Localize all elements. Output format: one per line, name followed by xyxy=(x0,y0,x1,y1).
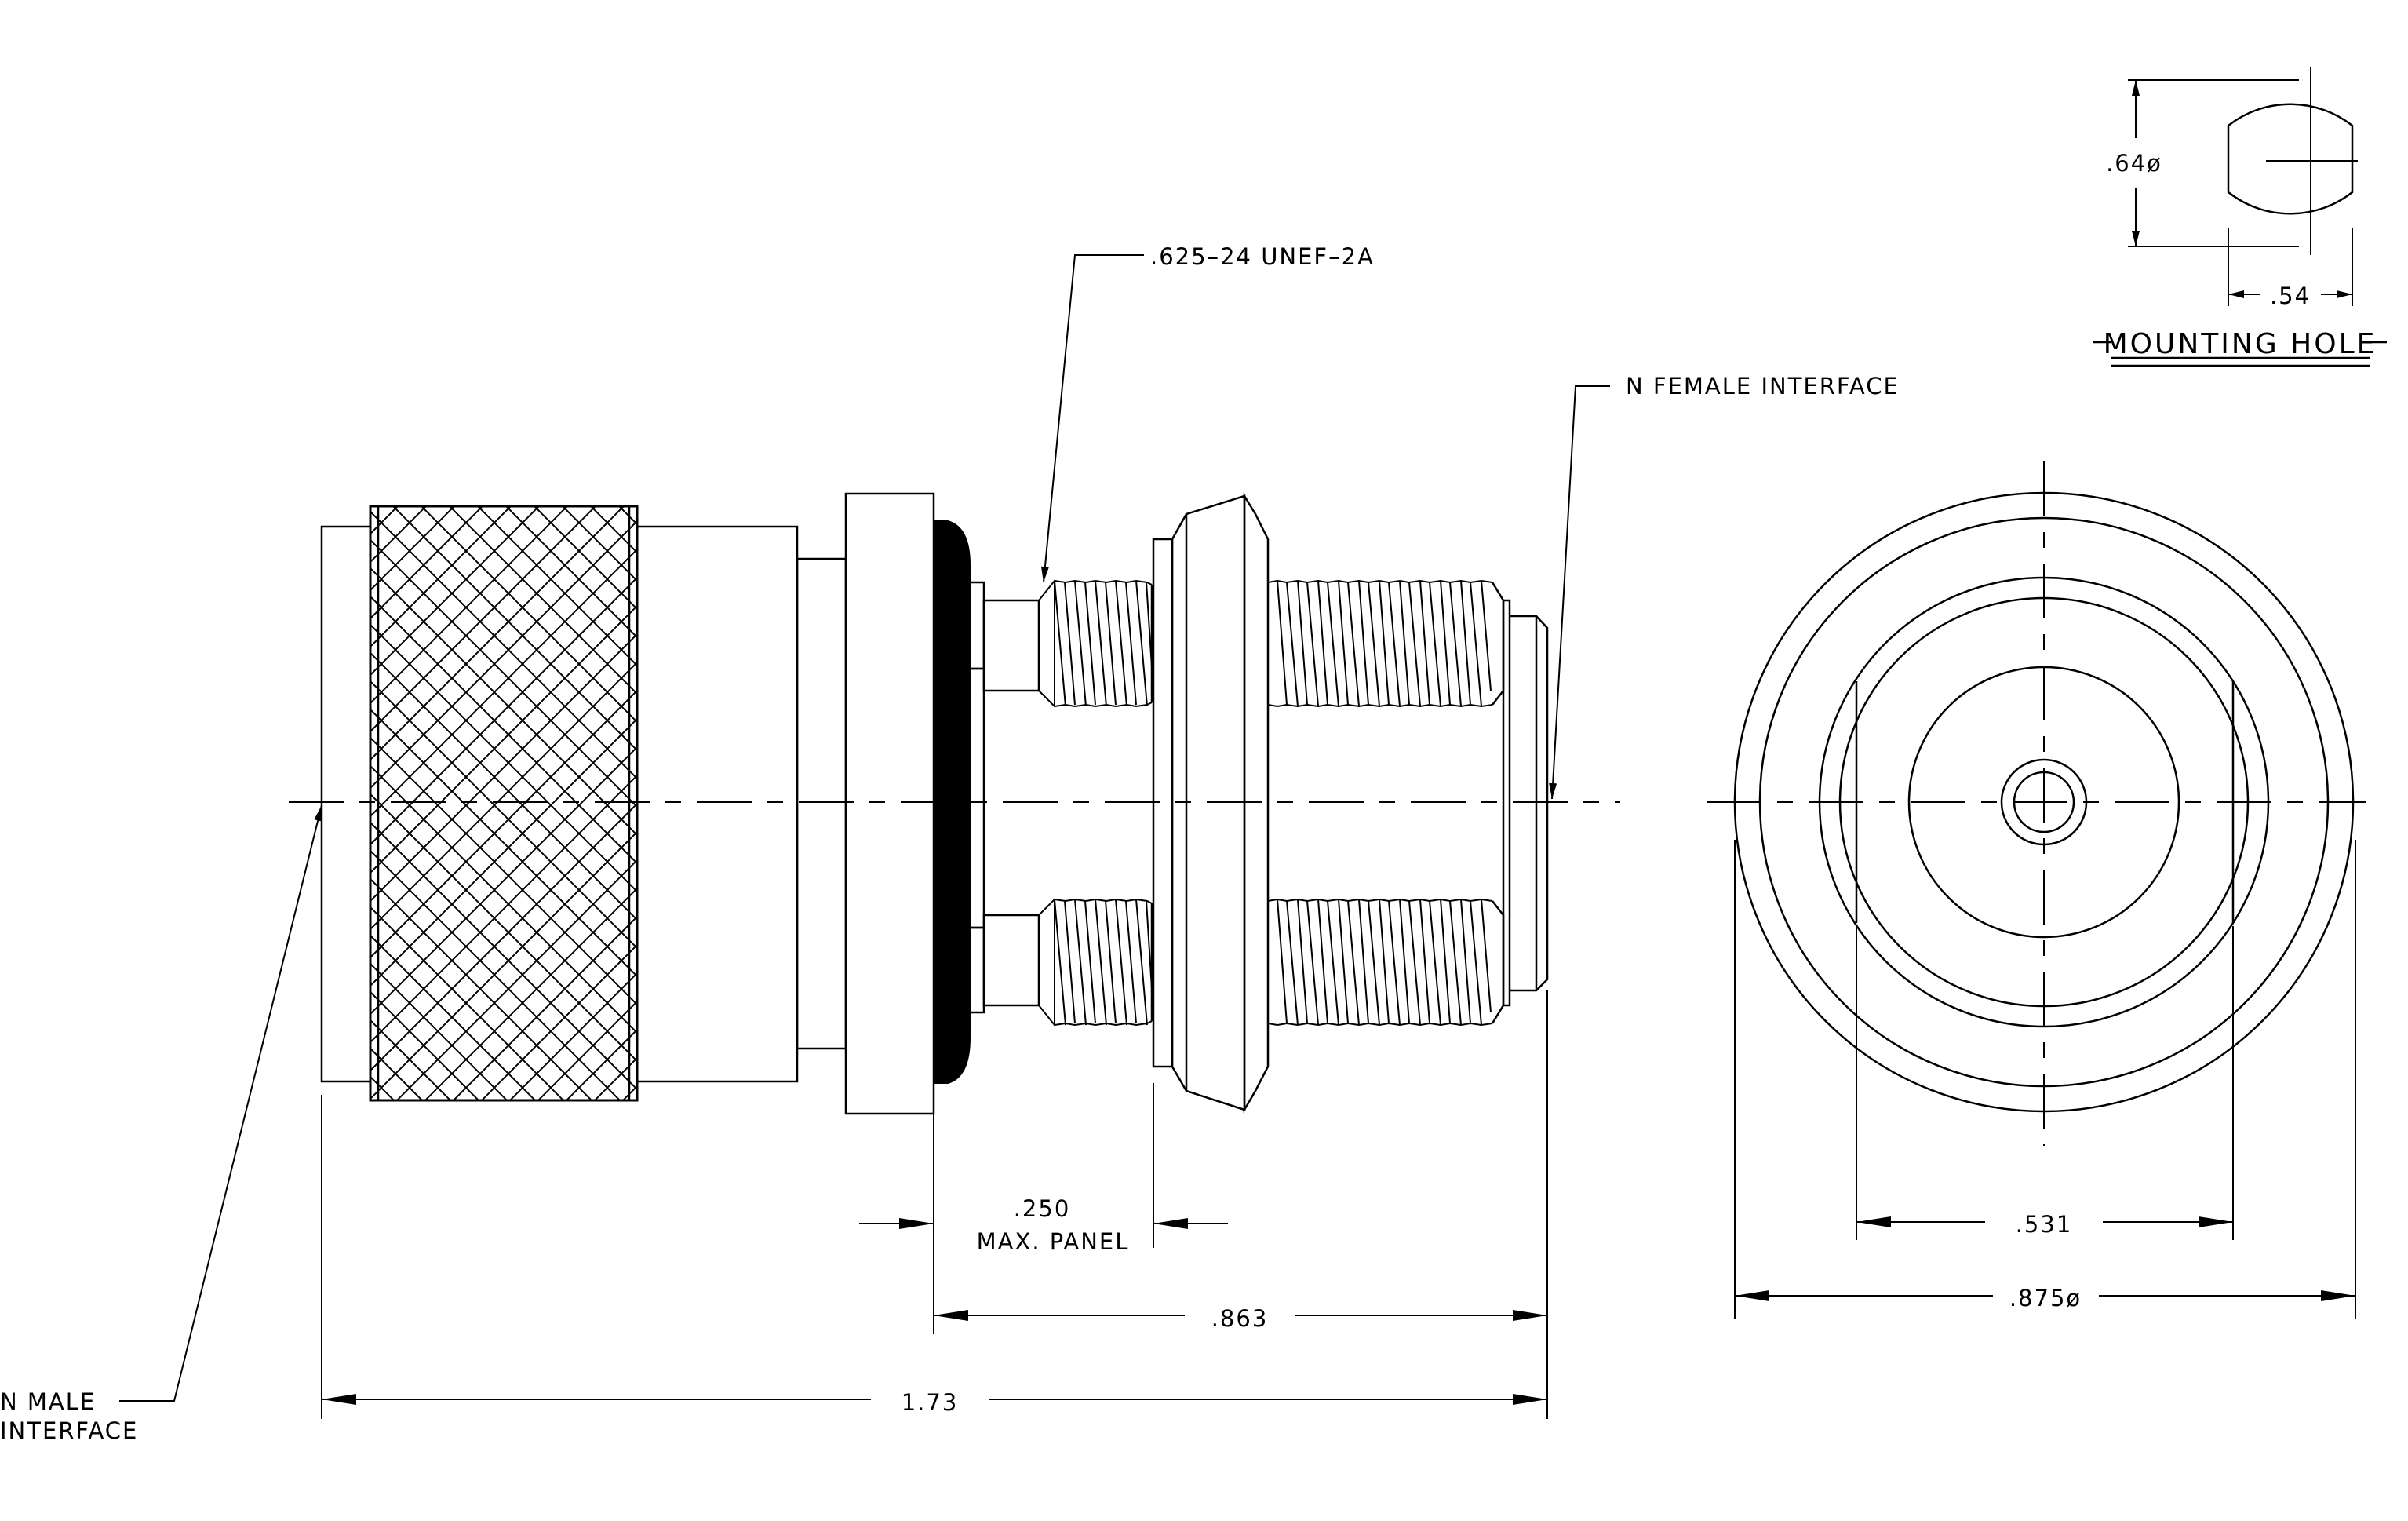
center-pin-inner xyxy=(2013,771,2075,833)
center-pin-outer xyxy=(2000,758,2088,846)
thread-right-bottom xyxy=(1267,898,1505,1027)
female-tip xyxy=(1502,599,1549,1007)
female-interface-label: N FEMALE INTERFACE xyxy=(1626,373,1900,399)
leaders xyxy=(119,254,1610,1402)
male-interface-label-1: N MALE xyxy=(0,1388,96,1415)
panel-dim-label: .250 xyxy=(1014,1195,1071,1222)
panel-note-label: MAX. PANEL xyxy=(977,1228,1130,1255)
side-view xyxy=(289,492,1620,1115)
thread-left-bottom xyxy=(1038,897,1153,1027)
dimensions xyxy=(321,840,2356,1419)
hole-height-label: .64ø xyxy=(2106,150,2162,177)
dim-173-label: 1.73 xyxy=(902,1389,959,1416)
coupling-nut xyxy=(320,505,847,1102)
d-shaped-hole xyxy=(2227,103,2354,215)
outer-circle xyxy=(1733,491,2355,1113)
thread-relief-bottom xyxy=(982,914,1040,1007)
hole-width-label: .54 xyxy=(2270,283,2311,309)
dim-531-label: .531 xyxy=(2016,1211,2073,1238)
gasket xyxy=(968,581,985,1014)
annotations: .625–24 UNEF–2A N FEMALE INTERFACE N MAL… xyxy=(0,150,2377,1444)
end-view xyxy=(1707,461,2366,1146)
male-interface-label-2: INTERFACE xyxy=(0,1417,138,1444)
dim-875-label: .875ø xyxy=(2009,1285,2082,1311)
thread-relief-top xyxy=(982,599,1040,692)
panel-nut xyxy=(1152,492,1270,1114)
thread-right-top xyxy=(1267,579,1505,708)
body-flange xyxy=(844,492,971,1115)
mounting-hole-title: MOUNTING HOLE xyxy=(2104,328,2377,360)
dim-863-label: .863 xyxy=(1211,1305,1269,1332)
thread-left-top xyxy=(1038,578,1153,709)
thread-spec-label: .625–24 UNEF–2A xyxy=(1150,243,1375,270)
mounting-hole-view xyxy=(2093,67,2387,367)
